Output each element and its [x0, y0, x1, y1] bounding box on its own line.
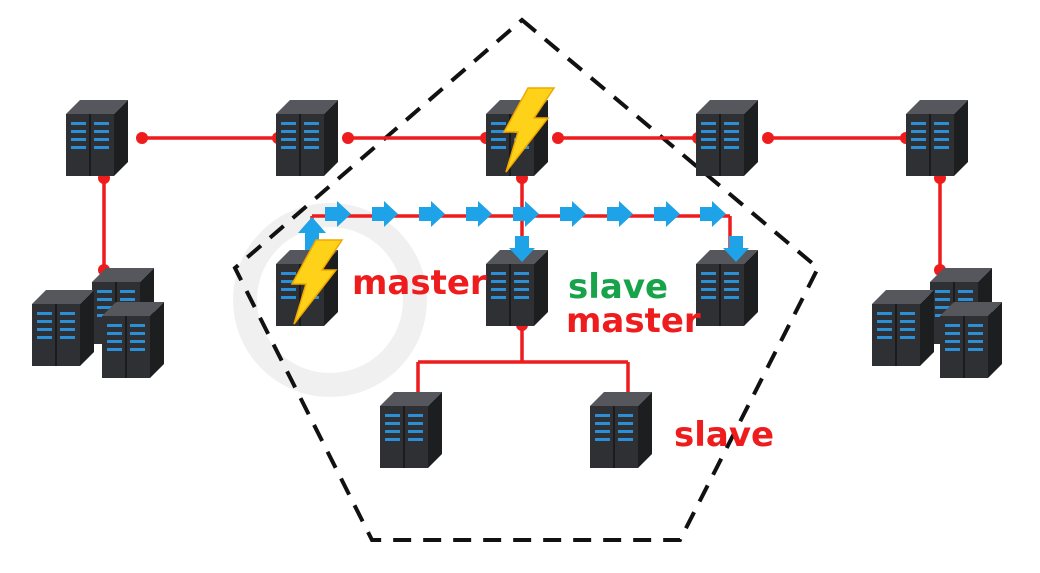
- server-rack-icon: [485, 249, 549, 327]
- cluster-boundary: [232, 17, 821, 542]
- server-rack-icon: [65, 99, 129, 177]
- promoted-master-label: master: [566, 301, 701, 341]
- master-label: master: [352, 263, 487, 303]
- server-rack-icon: [695, 99, 759, 177]
- slave-label-bottom: slave: [674, 415, 774, 455]
- slave-label: slave: [568, 267, 668, 307]
- server-group-left: [31, 267, 165, 379]
- server-rack-icon: [695, 249, 759, 327]
- server-rack-icon: [589, 391, 653, 469]
- server-rack-icon: [379, 391, 443, 469]
- server-rack-icon: [905, 99, 969, 177]
- server-rack-icon: [275, 99, 339, 177]
- server-group-right: [871, 267, 1003, 379]
